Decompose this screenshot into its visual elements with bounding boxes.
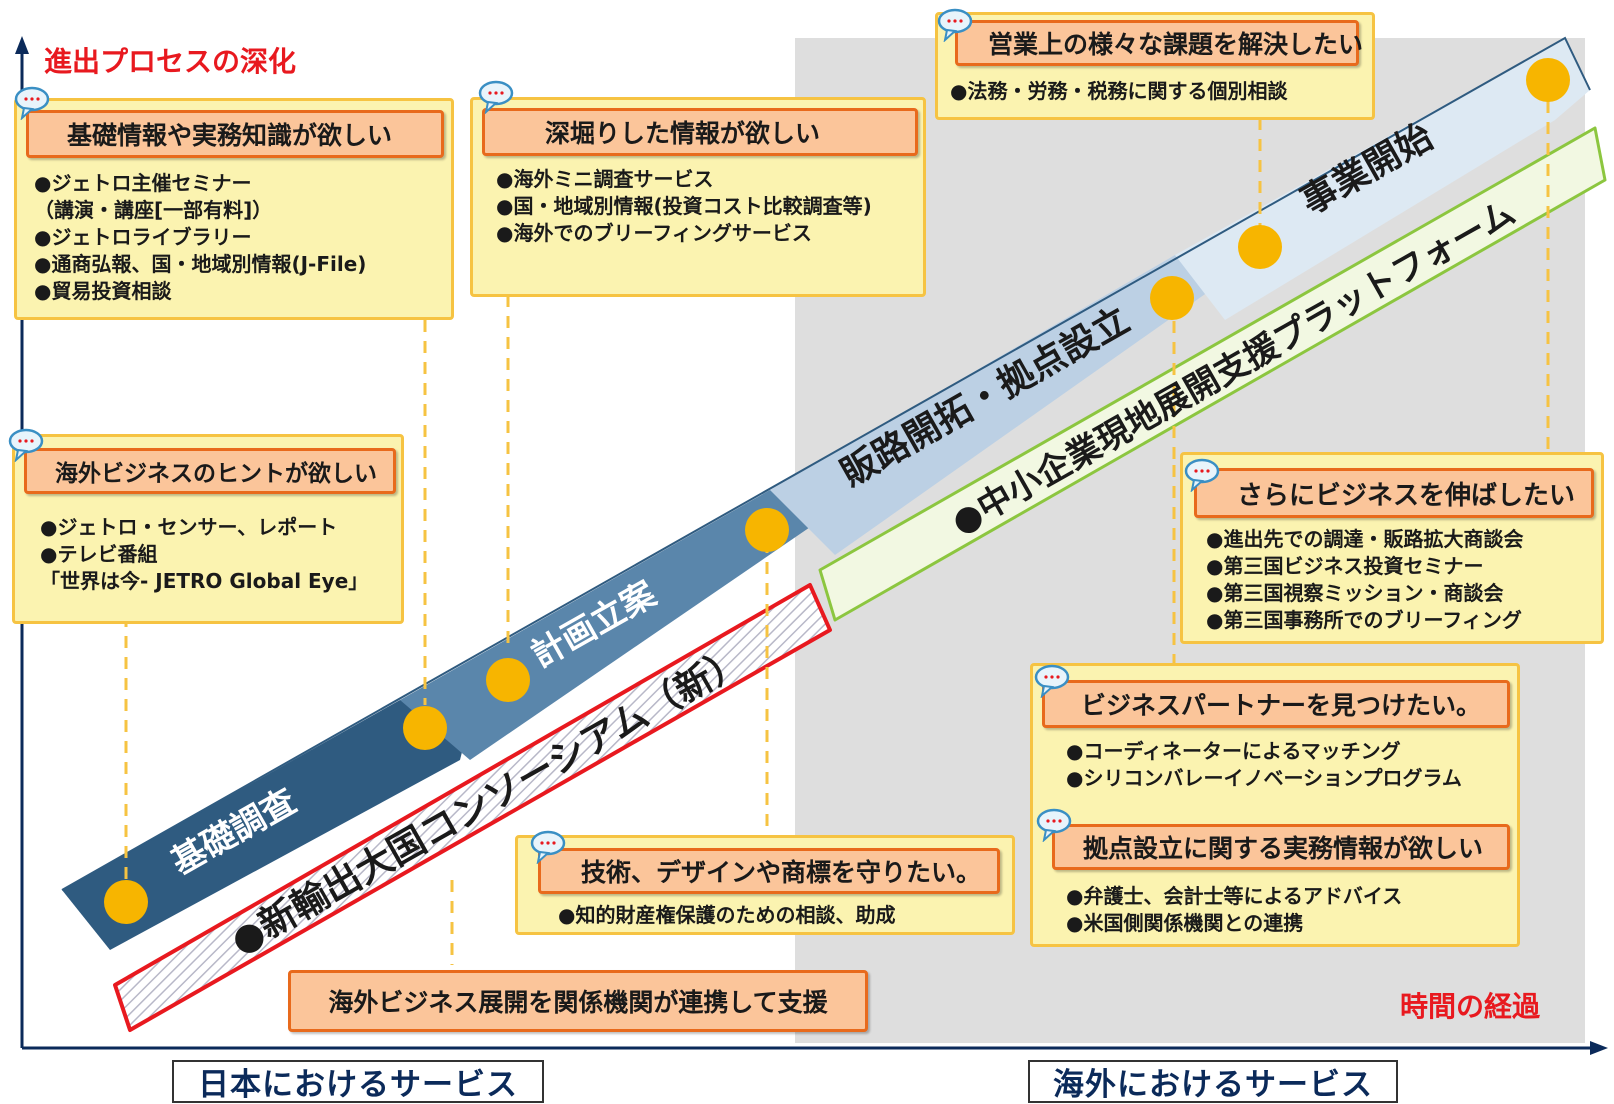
support-banner: 海外ビジネス展開を関係機関が連携して支援	[288, 970, 868, 1032]
stage-ribbon-hanro	[770, 255, 1225, 555]
panel-basic-info-items: ●ジェトロ主催セミナー （講演・講座[一部有料]） ●ジェトロライブラリー ●通…	[34, 170, 366, 305]
list-item: ●第三国事務所でのブリーフィング	[1206, 608, 1522, 632]
panel-basic-info-title: 基礎情報や実務知識が欲しい	[26, 110, 444, 158]
panel-partner-items: ●コーディネーターによるマッチング ●シリコンバレーイノベーションプログラム	[1066, 738, 1462, 792]
panel-issues-title: 営業上の様々な課題を解決したい	[955, 20, 1363, 66]
speech-bubble-icon	[1034, 664, 1070, 698]
panel-deep-info-items: ●海外ミニ調査サービス ●国・地域別情報(投資コスト比較調査等) ●海外でのブリ…	[496, 166, 872, 247]
list-item: ●弁護士、会計士等によるアドバイス	[1066, 884, 1403, 908]
speech-bubble-icon	[530, 830, 566, 864]
list-item: ●ジェトロ・センサー、レポート	[40, 515, 338, 539]
panel-grow-title: さらにビジネスを伸ばしたい	[1194, 468, 1594, 518]
list-item: ●通商弘報、国・地域別情報(J-File)	[34, 252, 367, 276]
list-item: ●法務・労務・税務に関する個別相談	[950, 79, 1288, 103]
green-band	[818, 126, 1607, 622]
overseas-services-label: 海外におけるサービス	[1028, 1060, 1398, 1103]
red-band	[113, 583, 832, 1032]
list-item: ●ジェトロライブラリー	[34, 225, 252, 249]
list-item: ●第三国ビジネス投資セミナー	[1206, 554, 1484, 578]
list-item: ●進出先での調達・販路拡大商談会	[1206, 527, 1524, 551]
list-item: ●国・地域別情報(投資コスト比較調査等)	[496, 194, 872, 218]
x-axis-title: 時間の経過	[1400, 990, 1541, 1023]
panel-partner-title: ビジネスパートナーを見つけたい。	[1042, 680, 1510, 728]
ribbon-edge	[61, 36, 1591, 891]
list-item: ●コーディネーターによるマッチング	[1066, 739, 1401, 763]
speech-bubble-icon	[1184, 458, 1220, 492]
list-item: ●米国側関係機関との連携	[1066, 911, 1304, 935]
japan-services-label: 日本におけるサービス	[172, 1060, 544, 1103]
list-item: 「世界は今- JETRO Global Eye」	[40, 569, 369, 593]
panel-hints-title: 海外ビジネスのヒントが欲しい	[24, 448, 396, 494]
list-item: ●テレビ番組	[40, 542, 158, 566]
list-item: ●ジェトロ主催セミナー	[34, 171, 252, 195]
list-item: ●知的財産権保護のための相談、助成	[558, 903, 896, 927]
speech-bubble-icon	[478, 80, 514, 114]
panel-grow-items: ●進出先での調達・販路拡大商談会 ●第三国ビジネス投資セミナー ●第三国視察ミッ…	[1206, 526, 1523, 634]
stage-ribbon-kiso	[62, 700, 470, 950]
milestone-dots	[104, 58, 1570, 924]
speech-bubble-icon	[14, 86, 50, 120]
dashed-connectors	[124, 80, 1550, 965]
speech-bubble-icon	[937, 8, 973, 42]
panel-base-items: ●弁護士、会計士等によるアドバイス ●米国側関係機関との連携	[1066, 883, 1402, 937]
list-item: ●海外でのブリーフィングサービス	[496, 221, 812, 245]
y-axis-arrowhead	[15, 36, 29, 54]
panel-base-title: 拠点設立に関する実務情報が欲しい	[1052, 824, 1510, 870]
panel-ip-items: ●知的財産権保護のための相談、助成	[558, 902, 895, 929]
panel-deep-info-title: 深堀りした情報が欲しい	[482, 108, 918, 156]
y-axis-title: 進出プロセスの深化	[44, 45, 297, 78]
list-item: ●貿易投資相談	[34, 279, 172, 303]
x-axis-arrowhead	[1590, 1041, 1608, 1055]
panel-hints-items: ●ジェトロ・センサー、レポート ●テレビ番組 「世界は今- JETRO Glob…	[40, 514, 368, 595]
panel-ip-title: 技術、デザインや商標を守りたい。	[538, 848, 1000, 894]
list-item: ●海外ミニ調査サービス	[496, 167, 714, 191]
speech-bubble-icon	[1036, 808, 1072, 842]
panel-issues-items: ●法務・労務・税務に関する個別相談	[950, 78, 1287, 105]
list-item: ●第三国視察ミッション・商談会	[1206, 581, 1504, 605]
list-item: （講演・講座[一部有料]）	[34, 198, 273, 222]
list-item: ●シリコンバレーイノベーションプログラム	[1066, 766, 1462, 790]
speech-bubble-icon	[8, 428, 44, 462]
